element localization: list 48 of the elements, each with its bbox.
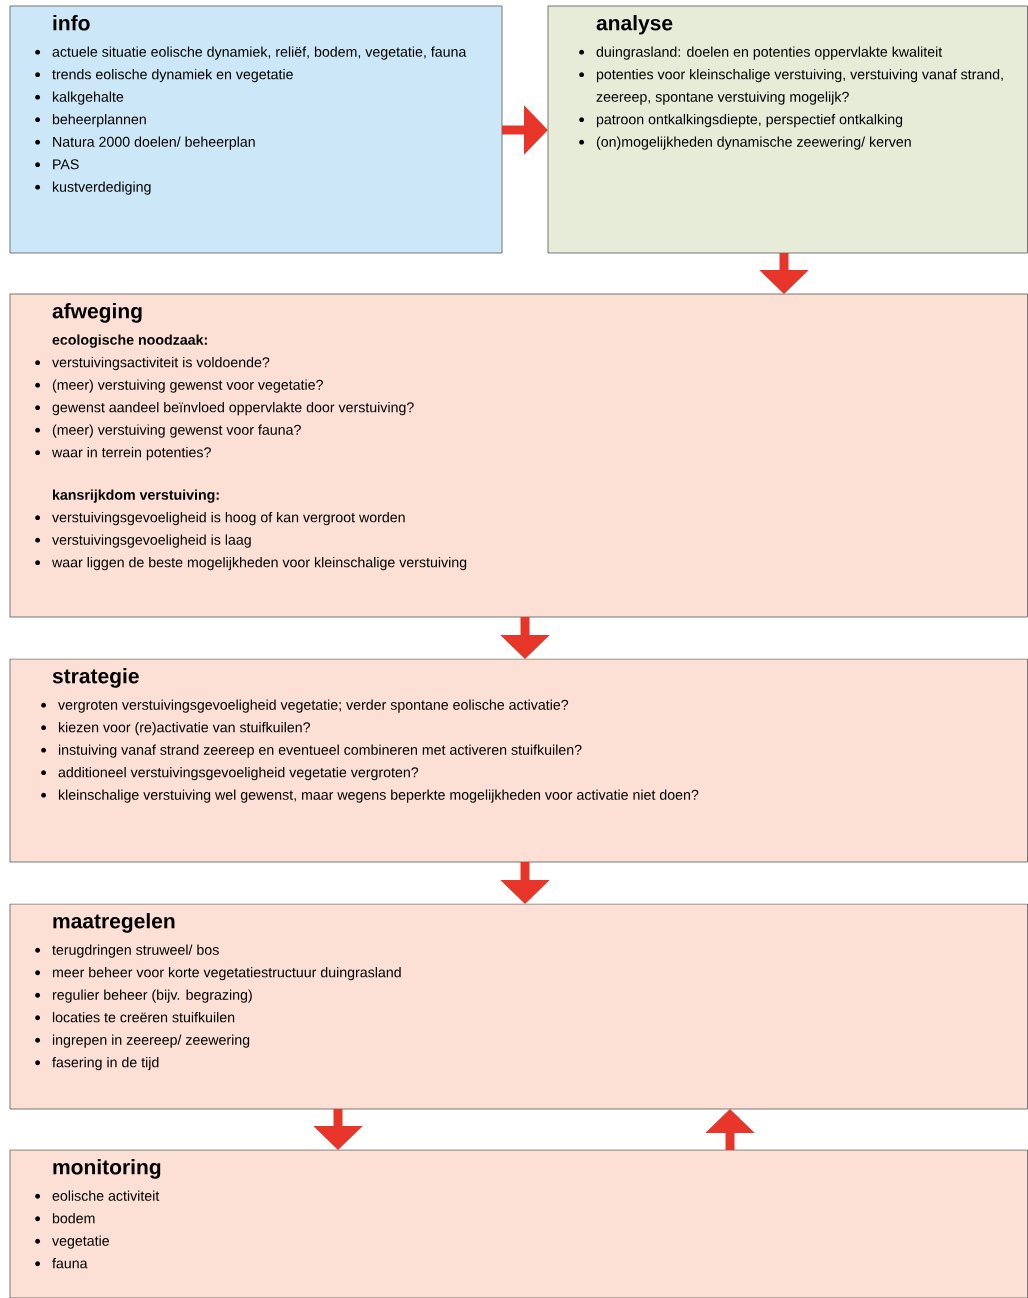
list-item: terugdringen struweel/ bos <box>52 944 219 958</box>
heading: maatregelen <box>53 913 175 933</box>
list-item: (on)mogelijkheden dynamische zeewering/ kerven <box>596 136 911 150</box>
process-box <box>9 658 1028 863</box>
list-item: (meer) verstuiving gewenst voor fauna? <box>52 424 301 438</box>
list-item: duingrasland: doelen en potenties oppervlakte kwaliteit <box>596 46 943 60</box>
process-box <box>547 5 1028 254</box>
list-item: verstuivingsactiviteit is voldoende? <box>52 356 270 371</box>
list-item: ingrepen in zeereep/ zeewering <box>52 1034 250 1048</box>
list-item: patroon ontkalkingsdiepte, perspectief ontkalking <box>596 113 903 128</box>
list-item: additioneel verstuivingsgevoeligheid vegetatie vergroten? <box>58 766 419 781</box>
list-item: vergroten verstuivingsgevoeligheid vegetatie; verder spontane eolische activatie? <box>58 699 569 713</box>
subheading: ecologische noodzaak: <box>52 334 207 348</box>
list-item: Natura 2000 doelen/ beheerplan <box>53 136 255 150</box>
list-item: (meer) verstuiving gewenst voor vegetatie? <box>52 379 323 393</box>
list-item: fauna <box>52 1257 88 1269</box>
process-box <box>9 5 503 254</box>
heading: afweging <box>52 303 142 323</box>
process-box <box>9 903 1028 1110</box>
subheading: kansrijkdom verstuiving: <box>53 489 219 503</box>
list-item: fasering in de tijd <box>52 1056 159 1071</box>
list-item: kustverdediging <box>52 181 151 195</box>
list-item: kalkgehalte <box>52 91 124 105</box>
heading: analyse <box>596 15 673 35</box>
list-item: kiezen voor (re)activatie van stuifkuilen? <box>58 721 310 736</box>
list-item: locaties te creëren stuifkuilen <box>52 1011 235 1023</box>
process-box <box>9 293 1028 618</box>
list-item: waar liggen de beste mogelijkheden voor kleinschalige verstuiving <box>52 556 467 571</box>
list-item: verstuivingsgevoeligheid is hoog of kan vergroot worden <box>52 511 405 526</box>
list-item: meer beheer voor korte vegetatiestructuur duingrasland <box>52 966 401 981</box>
list-item: bodem <box>52 1212 95 1224</box>
heading: monitoring <box>53 1159 161 1179</box>
list-item: potenties voor kleinschalige verstuiving, verstuiving vanaf strand, zeereep, spontane verstuiving mogelijk? <box>596 68 1003 105</box>
list-item: PAS <box>53 159 79 170</box>
list-item: verstuivingsgevoeligheid is laag <box>52 534 251 548</box>
list-item: eolische activiteit <box>52 1190 160 1201</box>
list-item: vegetatie <box>52 1235 109 1249</box>
heading: strategie <box>52 668 139 688</box>
list-item: trends eolische dynamiek en vegetatie <box>52 68 293 83</box>
list-item: regulier beheer (bijv. begrazing) <box>52 989 252 1003</box>
list-item: actuele situatie eolische dynamiek, reliëf, bodem, vegetatie, fauna <box>52 46 467 60</box>
process-box <box>9 1149 1028 1298</box>
list-item: beheerplannen <box>52 113 146 128</box>
list-item: gewenst aandeel beïnvloed oppervlakte door verstuiving? <box>52 401 414 416</box>
list-item: kleinschalige verstuiving wel gewenst, maar wegens beperkte mogelijkheden voor activatie niet doen? <box>58 789 699 803</box>
list-item: waar in terrein potenties? <box>52 446 211 461</box>
list-item: instuiving vanaf strand zeereep en eventueel combineren met activeren stuifkuilen? <box>58 744 582 758</box>
heading: info <box>53 15 90 31</box>
